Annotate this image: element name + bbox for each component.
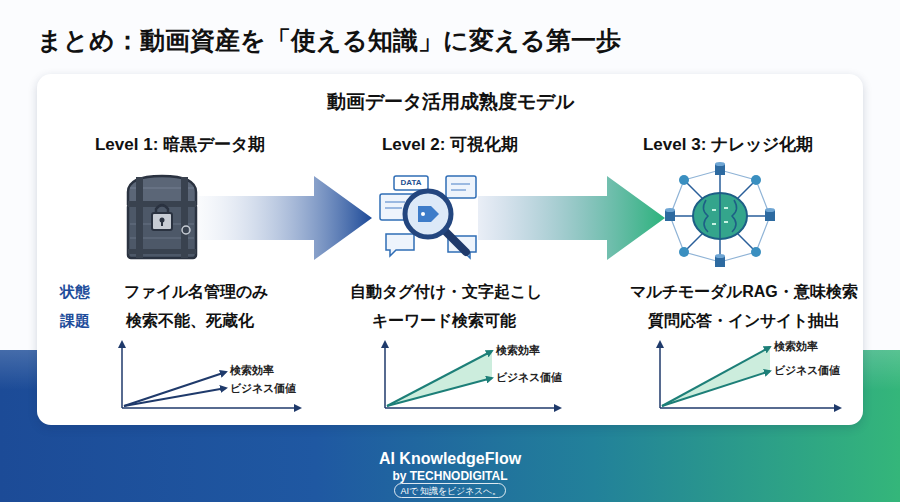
state-text: マルチモーダルRAG・意味検索	[630, 282, 858, 301]
level-heading: Level 1: 暗黒データ期	[95, 135, 265, 155]
series-label: ビジネス価値	[230, 382, 296, 395]
series-label: 検索効率	[496, 344, 540, 357]
issue-text: キーワード検索可能	[372, 311, 516, 330]
tagline-box: AIで 知識をビジネスへ。	[394, 483, 506, 498]
level-heading: Level 2: 可視化期	[382, 135, 518, 155]
slide-title: まとめ：動画資産を「使える知識」に変える第一歩	[37, 24, 621, 56]
series-label: 検索効率	[774, 340, 818, 353]
series-label: ビジネス価値	[774, 364, 840, 377]
maturity-level: Level 1: 暗黒データ期ファイル名管理のみ検索不能、死蔵化	[125, 170, 198, 266]
issue-text: 検索不能、死蔵化	[126, 311, 254, 330]
series-label: ビジネス価値	[496, 371, 562, 384]
maturity-level: Level 2: 可視化期自動タグ付け・文字起こしキーワード検索可能	[372, 170, 478, 266]
row-label: 状態	[60, 283, 90, 301]
state-text: ファイル名管理のみ	[124, 282, 268, 301]
maturity-level: Level 3: ナレッジ化期マルチモーダルRAG・意味検索質問応答・インサイト…	[665, 170, 775, 266]
brand-byline: by TECHNODIGITAL	[392, 469, 507, 483]
issue-text: 質問応答・インサイト抽出	[648, 311, 840, 330]
content-card: 動画データ活用成熟度モデルLevel 1: 暗黒データ期ファイル名管理のみ検索不…	[37, 74, 863, 425]
tagline-text: AIで 知識をビジネスへ。	[400, 486, 501, 497]
row-label: 課題	[60, 312, 90, 330]
model-heading: 動画データ活用成熟度モデル	[327, 91, 574, 114]
level-heading: Level 3: ナレッジ化期	[643, 135, 813, 155]
state-text: 自動タグ付け・文字起こし	[350, 282, 542, 301]
brand-name: AI KnowledgeFlow	[379, 449, 521, 468]
series-label: 検索効率	[230, 364, 274, 377]
tag-text: DATA	[400, 178, 421, 188]
